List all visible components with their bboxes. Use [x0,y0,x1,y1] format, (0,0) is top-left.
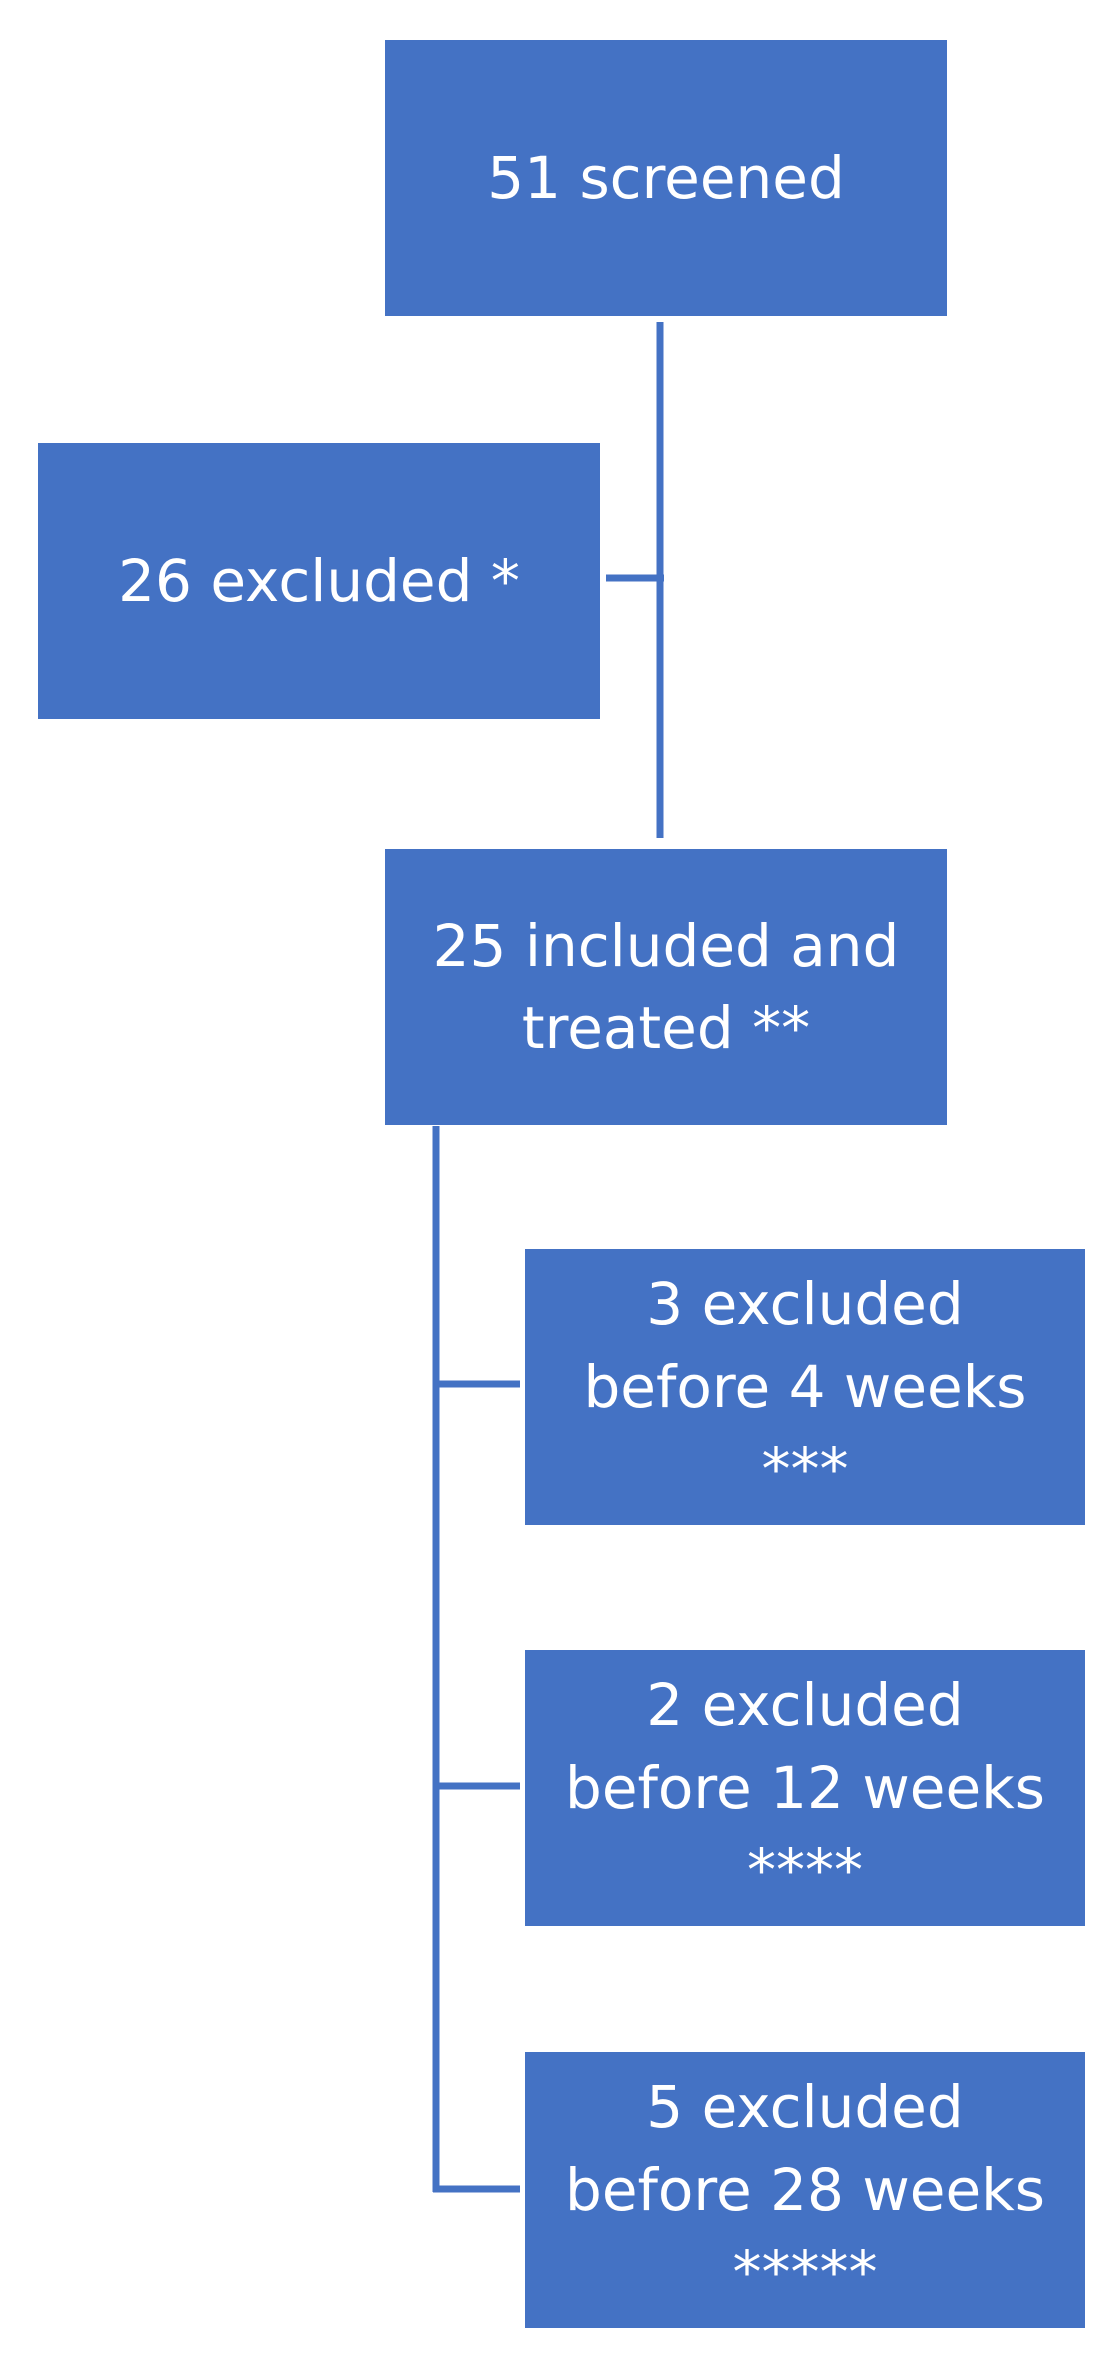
node-excluded-4w-line-1: 3 excluded [646,1270,964,1339]
node-excluded-4w-line-3: *** [761,1435,849,1504]
node-excluded-12w-line-3: **** [747,1836,863,1905]
node-excluded-12w-line-2: before 12 weeks [565,1753,1045,1822]
node-excluded-line-1: 26 excluded * [118,546,520,615]
node-included-line-1: 25 included and [432,911,900,980]
node-excluded-28w-line-2: before 28 weeks [565,2155,1045,2224]
node-screened: 51 screened [385,40,947,316]
node-excluded-28w-line-3: ***** [732,2238,878,2307]
node-screened-line-1: 51 screened [487,143,845,212]
node-included-treated: 25 included and treated ** [385,849,947,1125]
node-excluded-4-weeks: 3 excluded before 4 weeks *** [525,1249,1085,1525]
node-excluded: 26 excluded * [38,443,600,719]
node-excluded-4w-line-2: before 4 weeks [583,1352,1027,1421]
node-included-line-2: treated ** [521,994,811,1062]
node-excluded-12-weeks: 2 excluded before 12 weeks **** [525,1650,1085,1926]
node-excluded-28w-line-1: 5 excluded [646,2073,964,2142]
node-excluded-12w-line-1: 2 excluded [646,1671,964,1740]
node-excluded-28-weeks: 5 excluded before 28 weeks ***** [525,2052,1085,2328]
